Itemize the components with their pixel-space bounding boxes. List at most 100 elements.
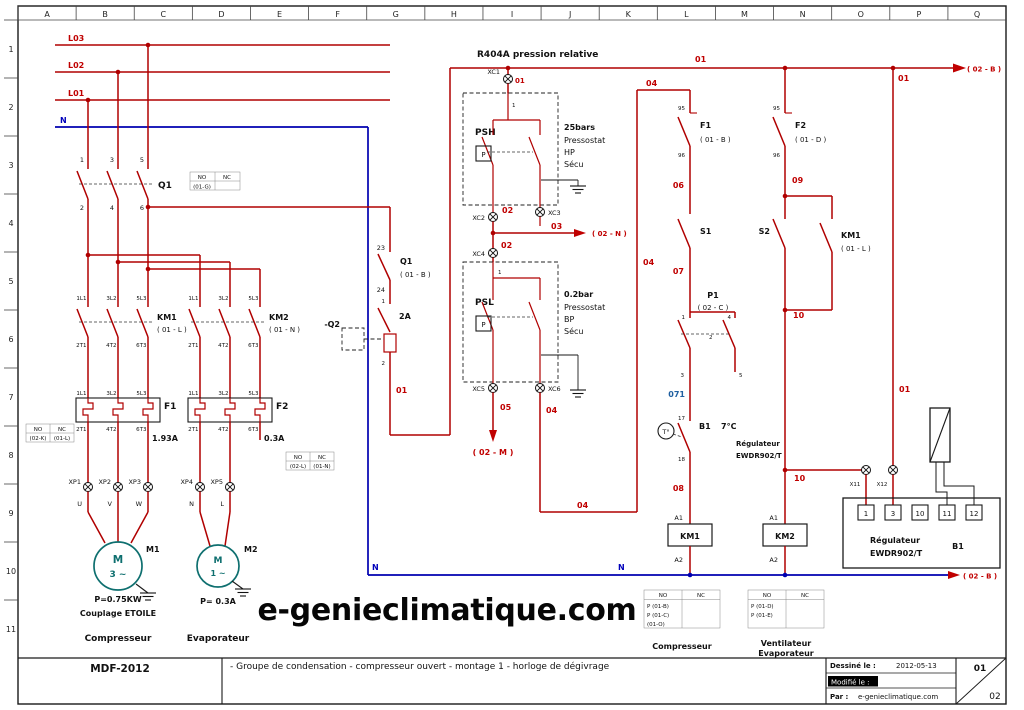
svg-text:( 01 - L ): ( 01 - L ) [157, 326, 187, 334]
grid-col-F: F [335, 10, 340, 19]
svg-text:XC6: XC6 [548, 385, 561, 393]
q1-aux-label: Q1 [400, 257, 413, 266]
svg-text:XP2: XP2 [98, 478, 111, 486]
svg-text:2T1: 2T1 [188, 343, 198, 349]
bus-l02-label: L02 [68, 61, 84, 70]
earth-icon [569, 389, 587, 398]
sheet-number: 01 [974, 664, 987, 674]
b1-label: B1 [699, 422, 711, 431]
svg-text:04: 04 [646, 79, 658, 88]
svg-text:6T3: 6T3 [136, 343, 147, 349]
svg-text:Evaporateur: Evaporateur [187, 634, 250, 644]
svg-text:09: 09 [792, 176, 804, 185]
grid-row-9: 9 [8, 509, 13, 518]
motor-m2-circle [196, 544, 240, 588]
svg-text:04: 04 [546, 406, 558, 415]
svg-text:4T2: 4T2 [218, 343, 228, 349]
psh-label: PSH [475, 128, 496, 138]
grid-row-3: 3 [8, 161, 13, 170]
svg-text:(01-N): (01-N) [313, 464, 330, 470]
svg-text:L: L [220, 500, 224, 508]
svg-text:06: 06 [673, 181, 685, 190]
svg-text:P (01-C): P (01-C) [647, 613, 669, 619]
svg-text:5: 5 [140, 156, 144, 164]
svg-text:5L3: 5L3 [248, 391, 259, 397]
svg-text:1: 1 [498, 270, 502, 276]
svg-text:W: W [136, 500, 143, 508]
drawn-label: Dessiné le : [830, 662, 876, 670]
q2-rating: 2A [399, 312, 412, 321]
offpage-02b-top: ( 02 - B ) [967, 66, 1001, 74]
caption-fan-1: Ventilateur [761, 639, 812, 648]
svg-text:XP3: XP3 [128, 478, 141, 486]
km2-contactor: 1L1 3L2 5L3 2T1 4T2 6T3 KM2 ( 01 - N ) [188, 296, 300, 398]
svg-text:XP5: XP5 [210, 478, 223, 486]
svg-text:6T3: 6T3 [136, 427, 147, 433]
grid-col-L: L [684, 10, 689, 19]
svg-text:Pressostat: Pressostat [564, 136, 605, 145]
svg-text:U: U [77, 500, 82, 508]
grid-col-D: D [218, 10, 224, 19]
km2-coil-label: KM2 [775, 532, 795, 541]
svg-text:Couplage ETOILE: Couplage ETOILE [80, 609, 156, 618]
m1-tag: M1 [146, 545, 160, 554]
b1-probe-symbol [929, 407, 951, 463]
grid-row-4: 4 [8, 219, 13, 228]
psl-pressure-switch: PSL P 1 XC5 XC6 0.2bar Pressostat BP Séc… [462, 261, 605, 398]
earth-icon [569, 185, 587, 194]
grid-col-J: J [568, 10, 571, 19]
svg-text:XC1: XC1 [487, 68, 500, 76]
power-buses: L03 L02 L01 N [55, 34, 390, 575]
grid-col-G: G [393, 10, 399, 19]
offpage-02b-bottom: ( 02 - B ) [963, 573, 997, 581]
f2-rating: 0.3A [264, 434, 285, 443]
svg-text:17: 17 [678, 416, 685, 422]
km2-label: KM2 [269, 313, 289, 322]
svg-text:08: 08 [673, 484, 685, 493]
grid-row-2: 2 [8, 103, 13, 112]
km1-contactor: 1L1 3L2 5L3 2T1 4T2 6T3 KM1 ( 01 - L ) [76, 296, 187, 398]
svg-text:24: 24 [377, 286, 385, 294]
svg-text:V: V [108, 500, 113, 508]
svg-text:4: 4 [110, 204, 114, 212]
km1-label: KM1 [157, 313, 177, 322]
svg-text:M: M [214, 556, 223, 566]
caption-compressor: Compresseur [652, 642, 711, 651]
probe-ref-label: B1 [952, 542, 964, 551]
svg-text:01: 01 [898, 74, 910, 83]
svg-text:2T1: 2T1 [188, 427, 198, 433]
svg-text:A1: A1 [674, 514, 683, 522]
svg-text:Pressostat: Pressostat [564, 303, 605, 312]
svg-text:18: 18 [678, 457, 685, 463]
svg-text:NO: NO [659, 593, 668, 599]
by-label: Par : [830, 693, 849, 701]
km1-coil-label: KM1 [680, 532, 700, 541]
svg-text:NC: NC [801, 593, 809, 599]
svg-text:Compresseur: Compresseur [85, 634, 152, 644]
svg-text:NO: NO [34, 427, 43, 433]
svg-text:2T1: 2T1 [76, 427, 86, 433]
grid-col-C: C [161, 10, 167, 19]
svg-text:04: 04 [577, 501, 589, 510]
s1-label: S1 [700, 227, 712, 236]
svg-text:1: 1 [512, 103, 516, 109]
svg-text:XP4: XP4 [180, 478, 193, 486]
svg-text:11: 11 [943, 510, 952, 518]
svg-text:(01-O): (01-O) [647, 622, 665, 628]
svg-text:1L1: 1L1 [188, 296, 198, 302]
earth-icon [139, 592, 157, 601]
modified-highlight [828, 676, 878, 687]
svg-text:02: 02 [501, 241, 512, 250]
branch-km1-coil: 95 96 F1 ( 01 - B ) 06 S1 07 1 4 2 3 5 P… [657, 90, 782, 575]
p1-label: P1 [707, 291, 719, 300]
by-value: e-genieclimatique.com [858, 693, 938, 701]
svg-text:EWDR902/T: EWDR902/T [736, 452, 782, 460]
grid-col-Q: Q [974, 10, 980, 19]
m2-tag: M2 [244, 545, 258, 554]
svg-text:1 ~: 1 ~ [210, 569, 225, 578]
svg-text:(01-L): (01-L) [54, 436, 70, 442]
grid-col-A: A [44, 10, 50, 19]
km1-aux-label: KM1 [841, 231, 861, 240]
svg-text:02: 02 [502, 206, 513, 215]
title-block: MDF-2012 - Groupe de condensation - comp… [18, 657, 1007, 705]
